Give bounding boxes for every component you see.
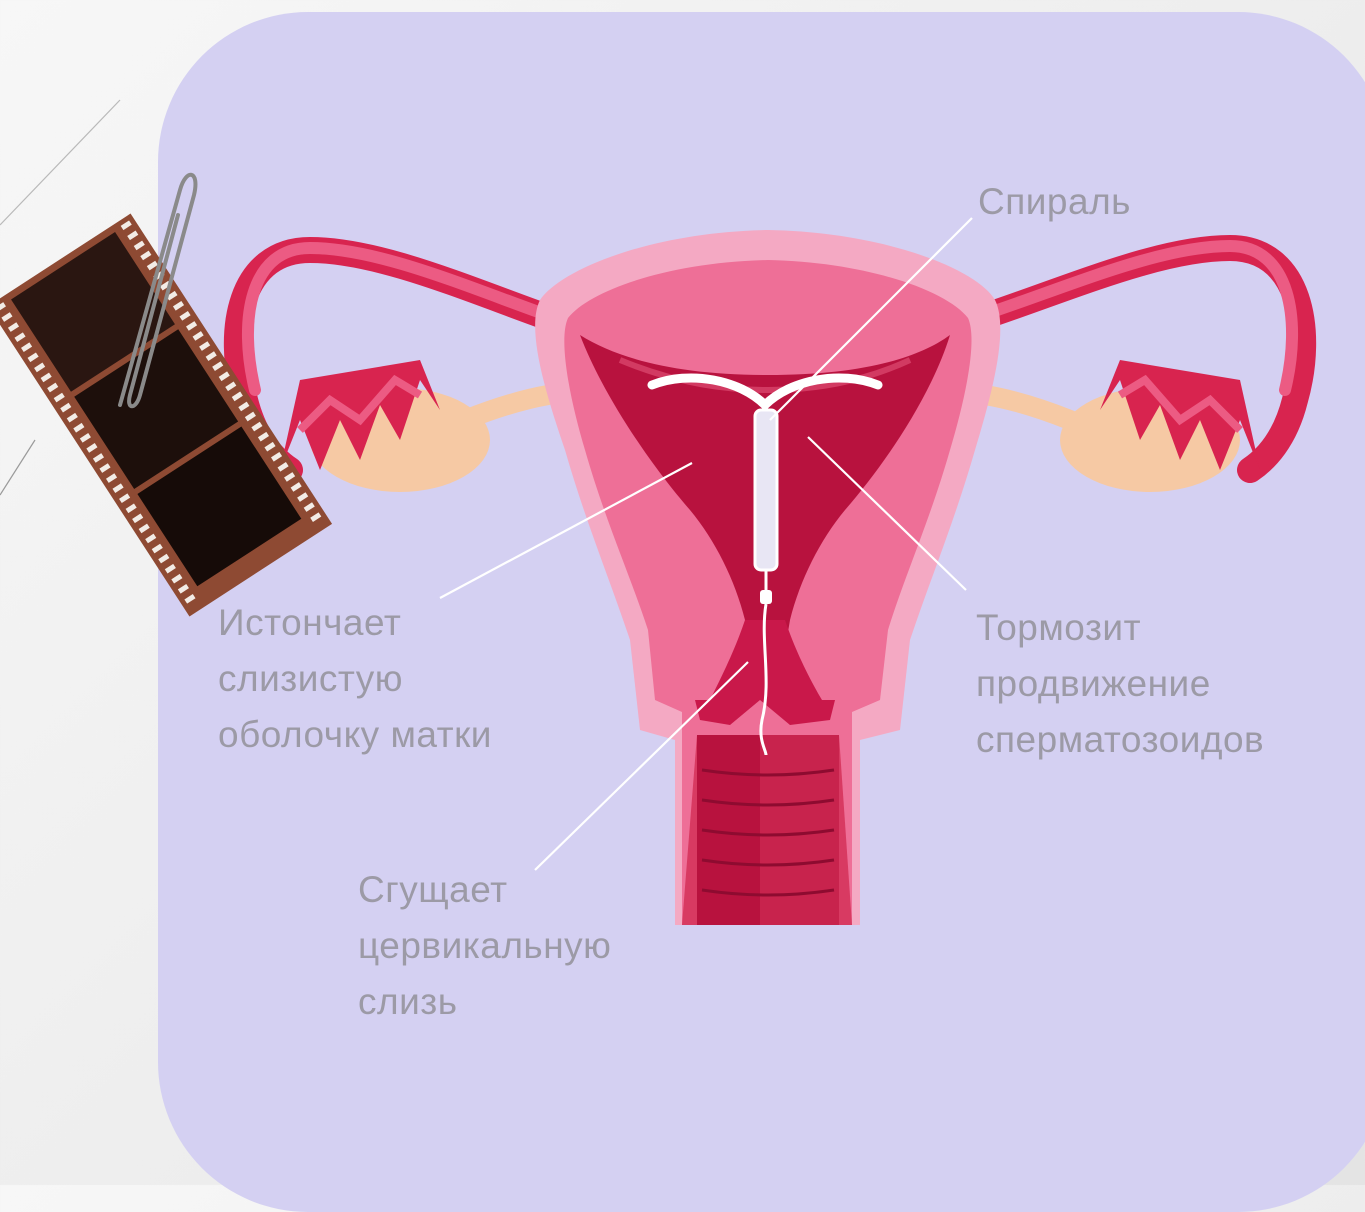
label-endometrium: Истончает слизистую оболочку матки bbox=[218, 595, 492, 763]
diagram-card: Спираль Истончает слизистую оболочку мат… bbox=[158, 12, 1365, 1212]
right-fallopian-tube bbox=[980, 246, 1303, 470]
label-sperm: Тормозит продвижение сперматозоидов bbox=[976, 600, 1264, 768]
label-mucus: Сгущает цервикальную слизь bbox=[358, 862, 611, 1030]
vaginal-canal bbox=[682, 735, 852, 925]
label-iud: Спираль bbox=[978, 174, 1131, 230]
